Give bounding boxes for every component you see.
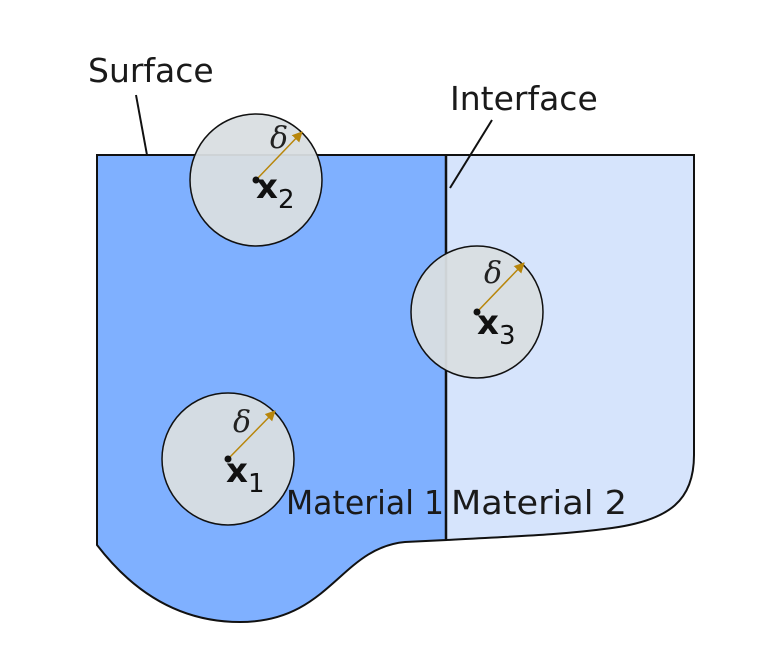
point-dot-x1	[224, 455, 232, 463]
radius-arrow-x3	[476, 262, 525, 313]
surface-label: Surface	[88, 51, 214, 90]
neighborhood-x3: δ x3	[410, 245, 544, 379]
point-dot-x3	[473, 308, 481, 316]
neighborhood-x2: δ x2	[189, 113, 323, 247]
radius-arrow-x1	[227, 410, 276, 460]
material-2-region	[445, 154, 695, 542]
point-label-x1: x1	[226, 451, 264, 499]
delta-label-x2: δ	[270, 121, 288, 156]
material-2-label: Material 2	[451, 483, 627, 522]
interface-leader-line	[449, 119, 493, 189]
point-label-x3: x3	[477, 303, 515, 351]
interface-label: Interface	[450, 79, 598, 118]
delta-label-x3: δ	[484, 256, 502, 291]
material-1-label: Material 1	[286, 483, 444, 522]
point-label-x2: x2	[256, 167, 294, 215]
surface-leader-line	[135, 94, 148, 156]
point-dot-x2	[252, 176, 260, 184]
radius-arrow-x2	[255, 131, 303, 181]
neighborhood-x1: δ x1	[161, 392, 295, 526]
delta-label-x1: δ	[233, 405, 251, 440]
